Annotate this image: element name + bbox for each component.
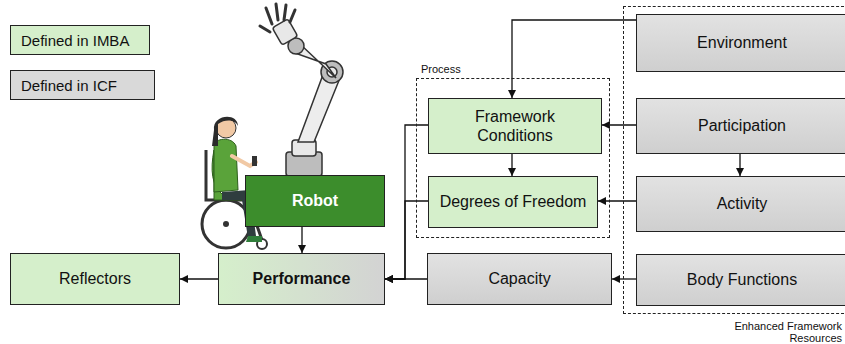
connector-arrow [512, 20, 636, 98]
robot-box: Robot [245, 175, 385, 227]
node-label: Performance [245, 265, 359, 292]
connector-arrow [598, 200, 636, 201]
connector-arrow [385, 125, 428, 279]
connector-arrow [511, 154, 512, 176]
node-label: Capacity [480, 265, 558, 292]
performance-box: Performance [218, 253, 385, 305]
process-box: Degrees of Freedom [428, 176, 598, 228]
icf-box: Environment [636, 14, 845, 72]
legend-swatch: Defined in IMBA [10, 25, 150, 55]
icf-box: Body Functions [636, 254, 845, 306]
process-box: Framework Conditions [428, 98, 602, 154]
node-label: Robot [284, 187, 346, 214]
resource-group: Enhanced Framework ResourcesEnvironmentP… [623, 6, 845, 314]
connector-arrow [739, 154, 740, 176]
legend-swatch: Defined in ICF [10, 70, 155, 100]
imba-box: Reflectors [10, 253, 180, 305]
legend-label: Defined in IMBA [21, 32, 129, 49]
connector-arrow [301, 227, 302, 253]
connector-arrow [180, 278, 218, 279]
robot-arm [260, 4, 343, 176]
icf-box: Activity [636, 176, 845, 232]
node-label: Enhanced Framework Resources [692, 320, 842, 344]
node-label: Activity [709, 190, 776, 217]
node-label: Framework Conditions [429, 103, 601, 149]
icf-box: Capacity [427, 253, 612, 305]
process-group: ProcessFramework ConditionsDegrees of Fr… [416, 78, 610, 238]
icf-box: Participation [636, 98, 845, 154]
node-label: Environment [689, 29, 795, 56]
legend-label: Defined in ICF [21, 77, 117, 94]
node-label: Reflectors [51, 265, 139, 292]
node-label: Body Functions [679, 266, 805, 293]
node-label: Process [421, 63, 461, 75]
connector-arrow [602, 124, 636, 125]
connector-arrow [612, 278, 636, 279]
connector-arrow [385, 201, 428, 279]
node-label: Degrees of Freedom [432, 188, 595, 215]
node-label: Participation [690, 112, 794, 139]
